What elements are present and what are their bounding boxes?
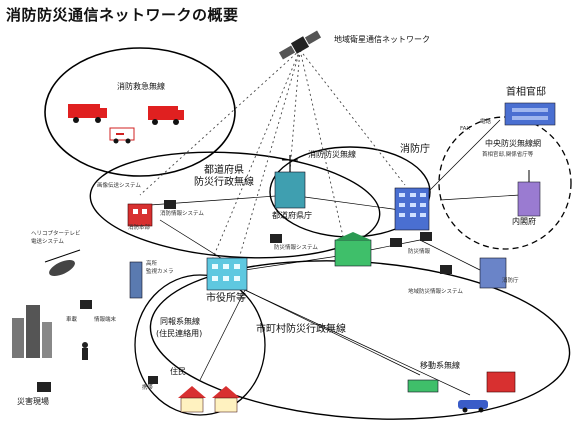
mobile-net-label: 移動系無線 — [420, 361, 460, 370]
car-icon — [458, 400, 488, 413]
building-icon — [274, 155, 306, 209]
broadcast-ellipse — [134, 274, 266, 416]
fire-truck-icon — [68, 104, 107, 123]
page-title: 消防防災通信ネットワークの概要 — [6, 6, 239, 24]
building-icon — [334, 232, 372, 267]
building-icon — [127, 203, 153, 227]
prefecture-label: 都道府県庁 — [272, 211, 312, 220]
camera-label-1: 高所 — [146, 261, 158, 267]
pref-admin-label-2: 防災行政無線 — [194, 177, 254, 188]
building-icon — [12, 305, 52, 358]
heli-label-1: ヘリコプターテレビ — [31, 231, 81, 237]
computer-icon — [37, 200, 452, 392]
fax-label: FAX — [460, 126, 471, 132]
disaster-site-label: 災害現場 — [17, 397, 49, 406]
building-icon — [206, 257, 248, 291]
broadcast-label-2: (住民連絡用) — [156, 329, 203, 338]
fire-disaster-label: 消防防災無線 — [308, 150, 356, 159]
fire-truck-icon — [148, 106, 184, 125]
satellite-icon — [278, 30, 322, 60]
fire-ambulance-label: 消防救急無線 — [117, 82, 165, 91]
building-icon — [479, 257, 507, 289]
fire-agency-label: 消防庁 — [400, 144, 430, 155]
satellite-net-label: 地域衛星通信ネットワーク — [334, 35, 430, 44]
portable-label: 携帯 — [142, 385, 154, 391]
central-sub-label: 首相官邸,関係省庁等 — [482, 152, 534, 158]
pref-admin-label-1: 都道府県 — [204, 165, 244, 176]
image-tx-label: 画像伝送システム — [97, 183, 141, 189]
pref-admin-ellipse — [89, 151, 381, 259]
car-label: 車載 — [66, 317, 78, 323]
info-terminal-label: 情報端末 — [94, 317, 117, 323]
person-icon — [82, 342, 88, 360]
fire-agency-small-label: 消防庁 — [502, 278, 519, 284]
camera-icon — [129, 261, 143, 299]
house-icon — [178, 386, 240, 413]
broadcast-label-1: 同報系無線 — [160, 317, 200, 326]
satellite-links — [139, 49, 406, 266]
municipal-label: 市役所等 — [206, 293, 246, 304]
phone-label: 電話 — [480, 119, 492, 125]
cabinet-label: 内閣府 — [512, 217, 536, 226]
central-net-label: 中央防災無線網 — [485, 139, 541, 148]
municipal-net-label: 市町村防災行政無線 — [256, 324, 346, 335]
building-icon — [394, 187, 430, 231]
heli-label-2: 電送システム — [31, 239, 64, 245]
fire-hq-label: 消防本部 — [128, 225, 151, 231]
fire-ambulance-ellipse — [44, 47, 236, 177]
camera-label-2: 監視カメラ — [146, 269, 174, 275]
local-info-label: 地域防災情報システム — [408, 289, 463, 295]
building-icon — [517, 170, 541, 217]
ambulance-icon — [109, 127, 135, 144]
pm-office-label: 首相官邸 — [506, 87, 546, 98]
fire-info-label: 消防情報システム — [160, 211, 204, 217]
helicopter-icon — [44, 249, 81, 277]
building-icon — [504, 102, 556, 126]
building-icon — [407, 371, 516, 393]
central-net-ellipse — [438, 116, 572, 250]
residents-label: 住民 — [170, 367, 186, 376]
disaster-prevention-label: 防災情報 — [408, 249, 431, 255]
disaster-info-label: 防災情報システム — [274, 245, 318, 251]
